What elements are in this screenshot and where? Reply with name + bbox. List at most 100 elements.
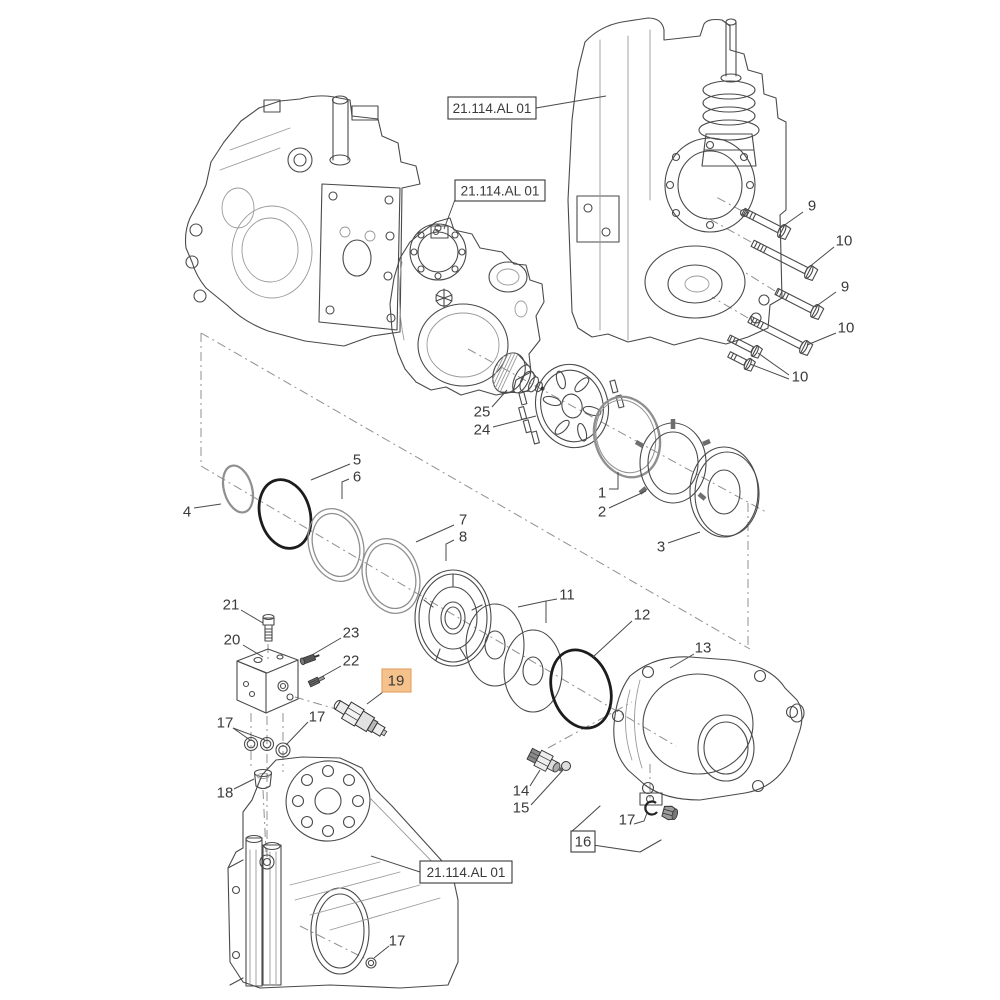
callout-9[interactable]: 9 — [778, 198, 816, 230]
callout-6[interactable]: 6 — [341, 469, 361, 500]
leader-line — [778, 211, 804, 230]
callout-16[interactable]: 16 — [570, 830, 596, 853]
leader-line — [341, 478, 350, 499]
figure-ref-box — [454, 179, 546, 202]
leader-line — [370, 855, 421, 873]
callout-number: 2 — [598, 504, 606, 521]
leader-line — [814, 291, 837, 308]
leader-line — [445, 539, 455, 561]
callout-7[interactable]: 7 — [415, 512, 467, 543]
figure-ref-label[interactable]: 21.114.AL 01 — [447, 95, 607, 120]
leader-line — [373, 945, 390, 959]
callout-10[interactable]: 10 — [806, 320, 855, 346]
bolt-10-art — [727, 351, 756, 372]
callout-3[interactable]: 3 — [657, 531, 701, 556]
callout-number: 15 — [513, 800, 530, 817]
callout-23[interactable]: 23 — [311, 625, 359, 656]
brake-cover-art — [570, 656, 805, 853]
callout-number: 3 — [657, 539, 665, 556]
callout-number: 1 — [598, 485, 606, 502]
part-4-art — [221, 464, 255, 514]
leader-line — [608, 490, 647, 509]
leader-line — [285, 721, 309, 746]
leader-line — [366, 691, 384, 705]
callout-13[interactable]: 13 — [669, 640, 711, 669]
leader-line — [757, 352, 790, 376]
callout-19[interactable]: 19 — [366, 668, 412, 705]
callout-12[interactable]: 12 — [592, 607, 651, 658]
leader-line — [193, 503, 222, 509]
figure-ref-text: 21.114.AL 01 — [427, 865, 506, 880]
callout-number: 12 — [634, 607, 651, 624]
callout-number: 18 — [217, 785, 234, 802]
leader-line — [443, 196, 457, 230]
valve-block-art — [236, 613, 326, 714]
figure-ref-text: 21.114.AL 01 — [461, 184, 540, 199]
figure-ref-box — [419, 860, 513, 884]
leader-line — [592, 620, 633, 658]
callout-11[interactable]: 11 — [517, 587, 575, 624]
callout-25[interactable]: 25 — [474, 389, 508, 421]
leader-line — [807, 246, 835, 269]
fitting-23-art — [299, 653, 320, 666]
callout-number: 9 — [808, 198, 816, 215]
pipe-16-art — [570, 805, 601, 833]
part-11-art — [465, 603, 563, 713]
callout-9[interactable]: 9 — [814, 279, 849, 308]
callout-number: 10 — [838, 320, 855, 337]
figure-ref-label[interactable]: 21.114.AL 01 — [370, 855, 513, 884]
callout-21[interactable]: 21 — [223, 597, 264, 624]
callout-20[interactable]: 20 — [224, 632, 264, 658]
part-7-art — [361, 538, 421, 614]
callout-number: 10 — [836, 233, 853, 250]
callout-number: 21 — [223, 597, 240, 614]
part-8-art — [414, 569, 492, 667]
callout-14[interactable]: 14 — [513, 769, 541, 800]
callout-17[interactable]: 17 — [217, 715, 266, 741]
figure-ref-text: 21.114.AL 01 — [453, 101, 532, 116]
leader-line — [232, 727, 266, 741]
leader-line — [491, 389, 508, 408]
figure-ref-label[interactable]: 21.114.AL 01 — [443, 179, 546, 230]
fitting-14-art — [526, 747, 563, 773]
callout-18[interactable]: 18 — [217, 778, 255, 802]
callout-10[interactable]: 10 — [807, 233, 853, 269]
callout-number: 10 — [792, 369, 809, 386]
leader-line — [517, 600, 547, 608]
bolt-9-art — [774, 287, 825, 320]
callout-number: 5 — [353, 452, 361, 469]
bolt-10-art — [750, 239, 819, 281]
callout-17[interactable]: 17 — [285, 709, 326, 746]
callout-10[interactable]: 10 — [749, 352, 809, 386]
leader-line — [310, 463, 351, 481]
callout-8[interactable]: 8 — [445, 529, 467, 562]
part-5-art — [257, 478, 313, 550]
callout-5[interactable]: 5 — [310, 452, 361, 481]
brake-rings-art — [221, 352, 760, 730]
housing-center-art — [389, 217, 545, 396]
leader-line — [415, 524, 455, 543]
callout-1[interactable]: 1 — [598, 472, 619, 502]
housing-top-left-art — [184, 95, 421, 347]
leader-line — [535, 95, 607, 109]
part-24-art — [518, 363, 625, 449]
leader-line — [232, 727, 251, 741]
leader-line — [609, 472, 619, 490]
callout-number: 4 — [183, 504, 191, 521]
callout-number: 17 — [217, 715, 234, 732]
leader-line — [633, 812, 648, 825]
callout-17[interactable]: 17 — [619, 812, 648, 829]
callout-17[interactable]: 17 — [373, 933, 405, 959]
callout-2[interactable]: 2 — [598, 490, 647, 521]
callout-4[interactable]: 4 — [183, 503, 222, 521]
callout-15[interactable]: 15 — [513, 769, 564, 817]
callout-24[interactable]: 24 — [474, 415, 537, 439]
callout-22[interactable]: 22 — [315, 653, 359, 681]
leader-line — [806, 332, 837, 346]
callout-box — [570, 830, 596, 853]
housing-top-right-art — [567, 17, 787, 346]
part-12-art — [549, 648, 613, 730]
callout-number: 19 — [388, 673, 405, 690]
callout-number: 17 — [309, 709, 326, 726]
